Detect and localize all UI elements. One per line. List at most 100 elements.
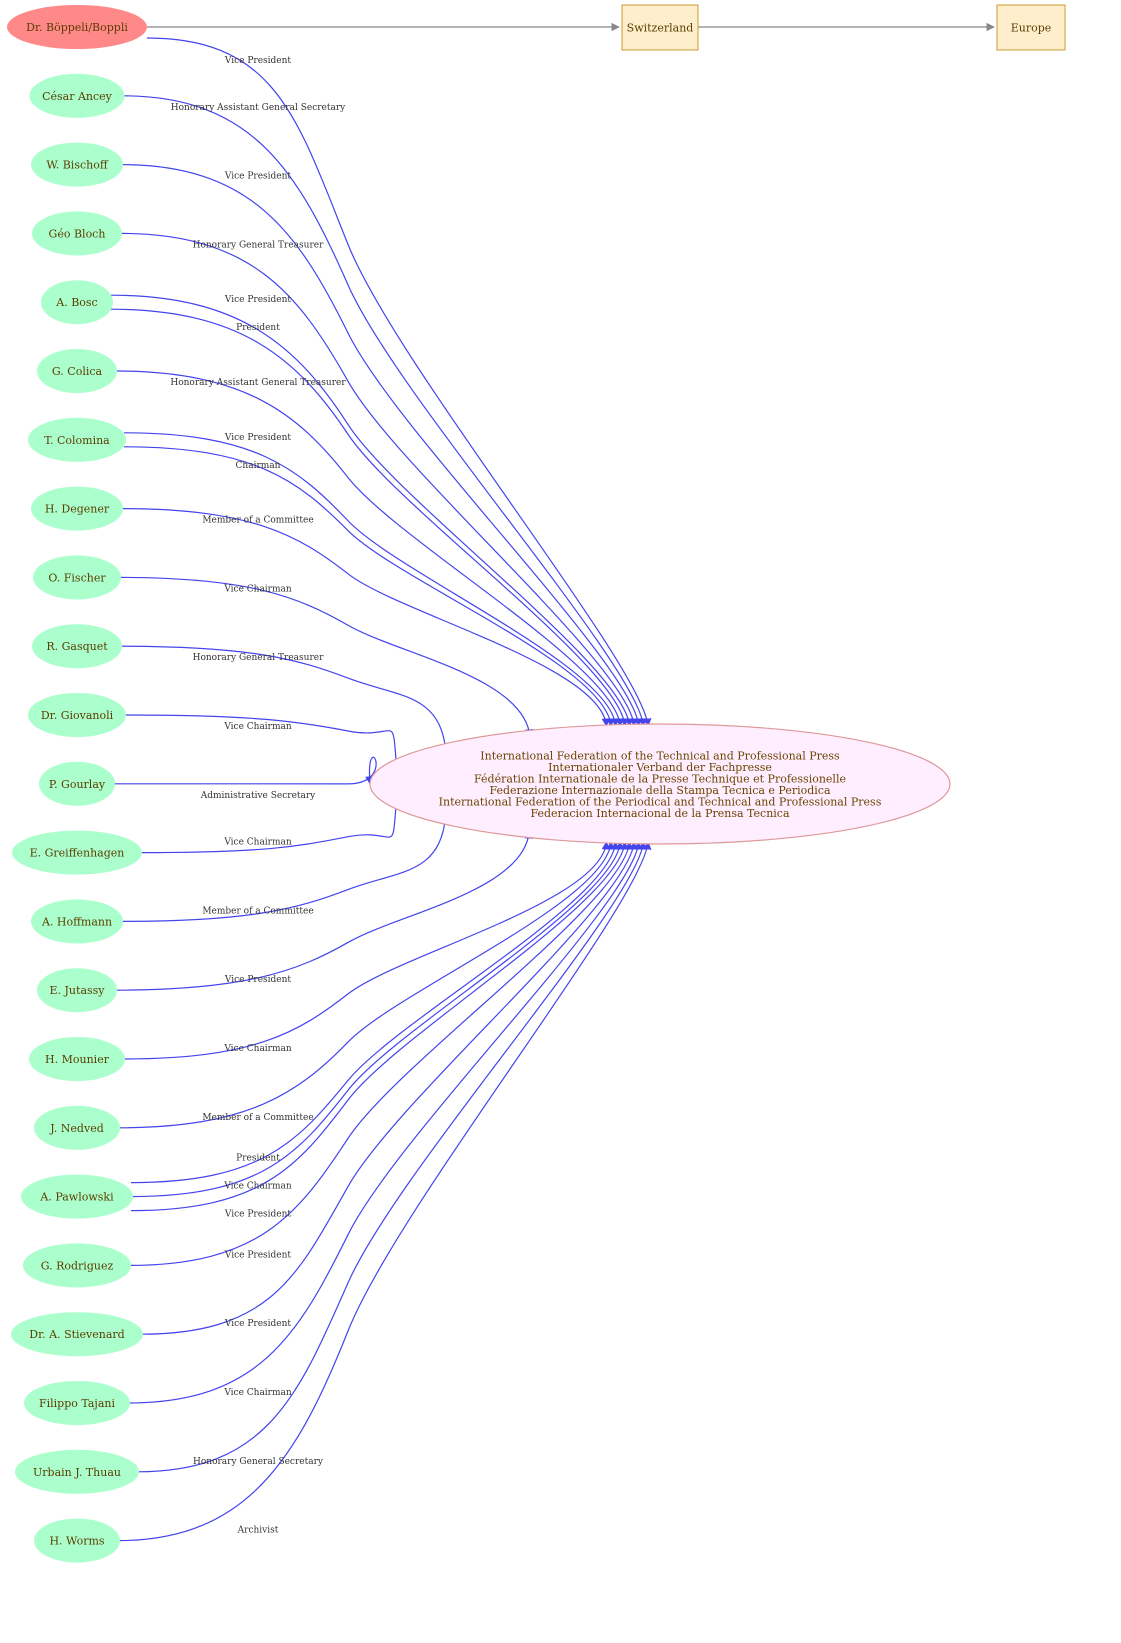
- membership-edge: [120, 814, 450, 922]
- edge-label-role: Vice Chairman: [223, 838, 292, 848]
- edge-label-role: Vice Chairman: [223, 1388, 292, 1398]
- node-shape: [24, 1381, 130, 1425]
- person-node-h-mounier: H. Mounier: [29, 1037, 125, 1081]
- membership-edge: [130, 841, 629, 1212]
- location-label: Europe: [1011, 22, 1052, 35]
- node-shape: [32, 624, 122, 669]
- person-node-g-rodriguez: G. Rodriguez: [23, 1243, 131, 1288]
- person-node-dr-a-stievenard: Dr. A. Stievenard: [11, 1312, 143, 1357]
- node-label: E. Greiffenhagen: [30, 847, 125, 860]
- edge-label-role: Honorary Assistant General Treasurer: [170, 378, 346, 388]
- organization-shape: [369, 723, 951, 845]
- membership-edge: [146, 37, 652, 727]
- node-shape: [41, 280, 113, 325]
- membership-edge: [119, 645, 450, 754]
- node-shape: [37, 968, 117, 1013]
- person-node-w-bischoff: W. Bischoff: [31, 142, 123, 187]
- edge-label-role: Vice President: [224, 433, 292, 443]
- edge-label-role: Vice President: [224, 172, 292, 182]
- edge-label-role: Honorary General Treasurer: [193, 653, 324, 663]
- node-label: A. Pawlowski: [39, 1191, 114, 1204]
- node-label: H. Mounier: [45, 1053, 110, 1066]
- edge-label-role: Vice President: [224, 1210, 292, 1220]
- person-node-g-colica: G. Colica: [37, 349, 117, 393]
- membership-edge: [139, 798, 401, 854]
- node-label: César Ancey: [42, 90, 113, 103]
- edge-label-role: Vice President: [224, 1250, 292, 1260]
- person-node-highlight: Dr. Böppeli/Boppli: [7, 5, 147, 49]
- membership-edge: [112, 756, 377, 785]
- node-shape: [39, 761, 115, 806]
- membership-edge: [123, 446, 615, 727]
- node-shape: [34, 1518, 120, 1563]
- node-shape: [7, 5, 147, 49]
- node-shape: [31, 486, 123, 531]
- edge-label-role: Honorary General Secretary: [193, 1457, 324, 1467]
- node-label: T. Colomina: [44, 434, 110, 447]
- person-node-e-jutassy: E. Jutassy: [37, 968, 117, 1013]
- node-label: J. Nedved: [49, 1122, 104, 1135]
- membership-edge: [127, 841, 643, 1404]
- membership-edge: [117, 841, 652, 1542]
- membership-edge: [114, 370, 624, 727]
- membership-edge: [130, 841, 624, 1198]
- person-node-a-hoffmann: A. Hoffmann: [31, 899, 123, 944]
- location-box-switzerland: Switzerland: [621, 4, 699, 51]
- node-label: G. Colica: [52, 365, 103, 378]
- membership-edge: [128, 841, 634, 1266]
- edge-label-role: President: [236, 1154, 280, 1164]
- membership-edge: [122, 841, 610, 1060]
- edge-label-role: Member of a Committee: [202, 906, 313, 916]
- edge-label-role: Vice Chairman: [223, 584, 292, 594]
- node-shape: [34, 1105, 120, 1150]
- edge-label-role: Honorary General Treasurer: [193, 240, 324, 250]
- membership-edge: [136, 841, 647, 1473]
- person-node-dr-giovanoli: Dr. Giovanoli: [28, 693, 126, 737]
- node-label: G. Rodriguez: [41, 1259, 114, 1272]
- node-shape: [29, 1037, 125, 1081]
- edges-layer: [110, 22, 995, 1542]
- membership-edge: [122, 95, 647, 727]
- organization-name-line: Federacion Internacional de la Prensa Te…: [530, 807, 790, 820]
- membership-edge: [123, 714, 401, 770]
- organization-name-line: Federazione Internazionale della Stampa …: [489, 784, 830, 797]
- edge-label-role: Vice President: [224, 1319, 292, 1329]
- edge-label-role: Vice Chairman: [223, 1182, 292, 1192]
- node-shape: [33, 555, 121, 600]
- edge-label-role: Administrative Secretary: [200, 791, 316, 801]
- edge-label-role: Archivist: [237, 1526, 279, 1536]
- node-label: Dr. Böppeli/Boppli: [26, 21, 128, 34]
- node-label: O. Fischer: [48, 571, 106, 584]
- node-label: H. Degener: [45, 503, 110, 516]
- node-shape: [28, 693, 126, 737]
- edge-label-role: Member of a Committee: [202, 1113, 313, 1123]
- membership-edge: [114, 830, 533, 991]
- edge-label-role: Member of a Committee: [202, 516, 313, 526]
- nodes-layer: Dr. Böppeli/Boppli Switzerland EuropeCésar…: [7, 4, 1066, 1563]
- organization-name-line: International Federation of the Periodic…: [439, 795, 882, 808]
- organization-node: International Federation of the Technica…: [369, 723, 951, 845]
- organization-name-line: Fédération Internationale de la Presse T…: [474, 772, 846, 785]
- node-shape: [32, 211, 122, 256]
- node-shape: [11, 1312, 143, 1357]
- person-node-p-gourlay: P. Gourlay: [39, 761, 115, 806]
- person-node-e-greiffenhagen: E. Greiffenhagen: [12, 830, 142, 875]
- node-shape: [15, 1449, 139, 1494]
- node-label: A. Hoffmann: [41, 915, 112, 928]
- person-node-geo-bloch: Géo Bloch: [32, 211, 122, 256]
- membership-edge: [120, 508, 610, 727]
- membership-edge: [118, 576, 534, 738]
- node-shape: [31, 142, 123, 187]
- node-label: E. Jutassy: [50, 984, 106, 997]
- membership-edge: [130, 841, 620, 1184]
- person-node-t-colomina: T. Colomina: [28, 417, 126, 462]
- person-node-h-degener: H. Degener: [31, 486, 123, 531]
- membership-edge: [120, 164, 643, 727]
- membership-edge: [123, 432, 620, 727]
- location-box-shape: [996, 4, 1066, 51]
- person-node-cesar-ancey: César Ancey: [29, 73, 125, 118]
- edge-label-role: Vice President: [224, 295, 292, 305]
- edge-label-role: Vice Chairman: [223, 722, 292, 732]
- edge-label-role: Vice President: [224, 975, 292, 985]
